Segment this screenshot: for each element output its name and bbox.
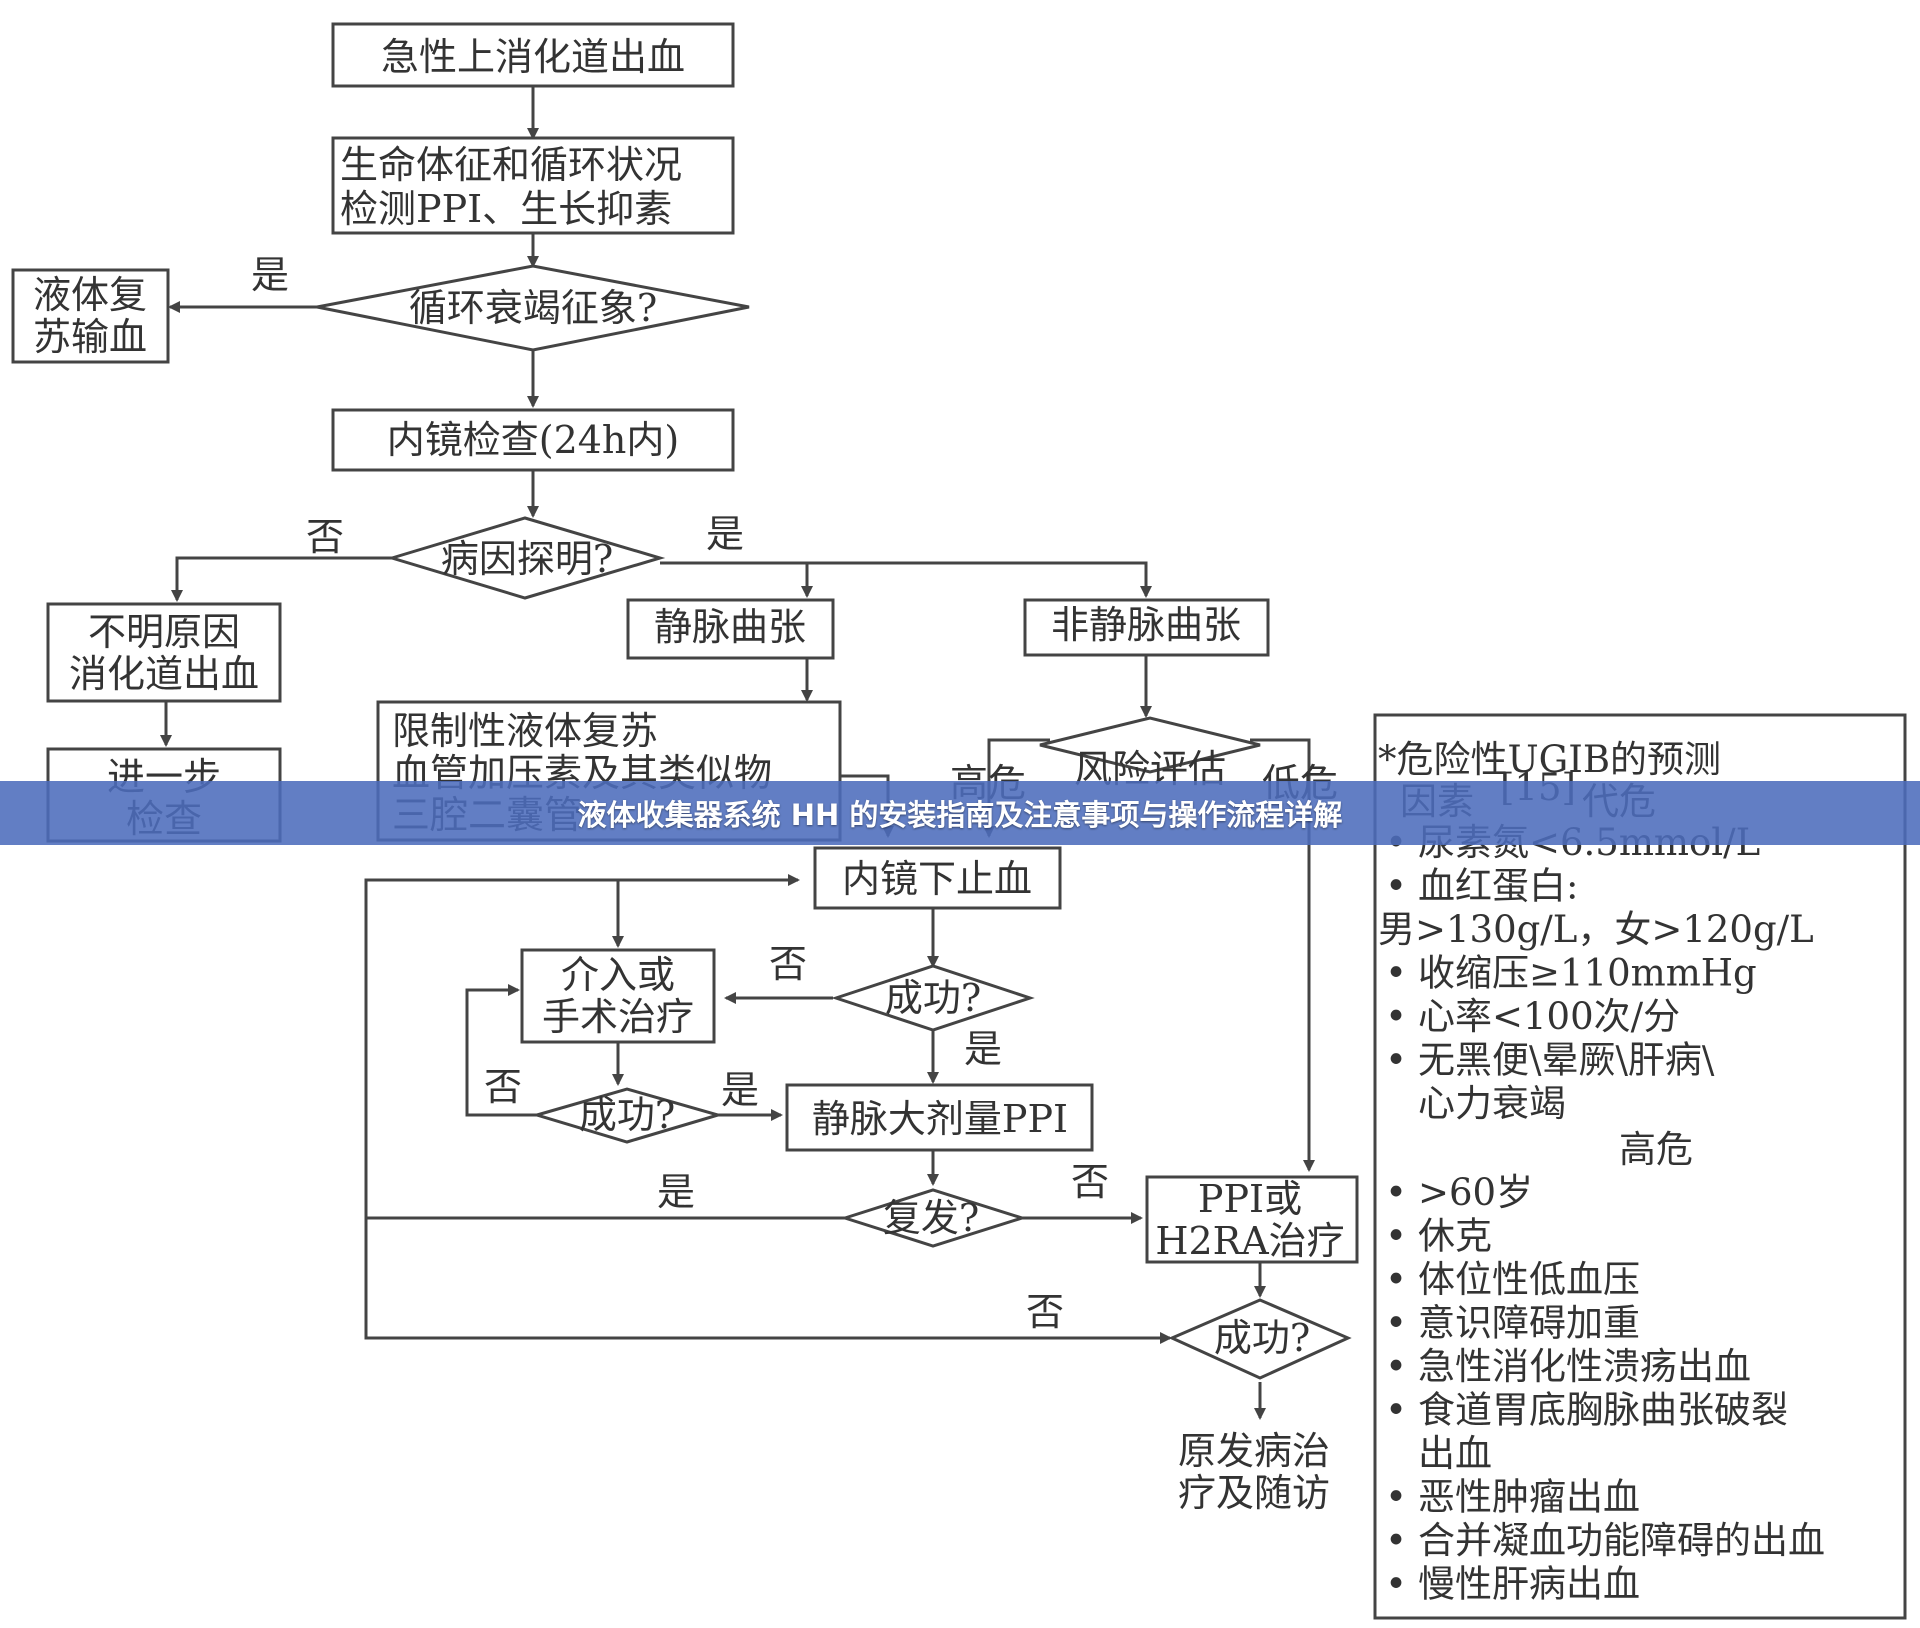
n-intervene-text: 介入或 <box>561 953 675 997</box>
risk-low-bullet-4: • <box>1385 995 1407 1038</box>
risk-high-bullet-5: • <box>1385 1389 1407 1432</box>
flowchart-edge-labels: 是否是否是否是是否否 <box>251 253 1109 1334</box>
risk-low-item-6: 心力衰竭 <box>1418 1082 1566 1125</box>
edge-cause-varix <box>660 561 813 598</box>
edge-label-yes-success1: 是 <box>964 1027 1002 1071</box>
n-restrict-text: 限制性液体复苏 <box>392 709 658 753</box>
d-success2-text: 成功? <box>579 1093 675 1137</box>
n-ppi-h2-text: H2RA治疗 <box>1155 1219 1344 1263</box>
node-unknown-box <box>46 602 282 703</box>
d-success1-text: 成功? <box>885 976 981 1020</box>
risk-high-bullet-0: • <box>1385 1171 1407 1214</box>
risk-low-item-3: 收缩压≥110mmHg <box>1418 952 1757 995</box>
n-intervene-text: 手术治疗 <box>542 995 694 1039</box>
risk-high-item-2: 体位性低血压 <box>1418 1258 1640 1301</box>
n-fluid-text: 液体复 <box>33 273 147 317</box>
risk-low-item-2: 男>130g/L，女>120g/L <box>1378 908 1814 951</box>
flowchart-edges <box>160 86 1315 1420</box>
edge-label-yes-shock: 是 <box>251 253 289 297</box>
node-fluid-box <box>11 268 170 364</box>
risk-high-bullet-1: • <box>1385 1215 1407 1258</box>
risk-low-item-5: 无黑便\晕厥\肝病\ <box>1418 1039 1715 1082</box>
decision-success3-shape <box>1168 1298 1352 1380</box>
edge-success2-retry <box>465 984 537 1117</box>
n-ppi-h2-text: PPI或 <box>1198 1177 1302 1221</box>
n-unknown-text: 不明原因 <box>88 610 240 654</box>
n-unknown-text: 消化道出血 <box>69 652 259 696</box>
n-start-text: 急性上消化道出血 <box>381 35 685 79</box>
decision-success1-shape <box>831 964 1035 1032</box>
node-ppi-h2-box <box>1145 1175 1359 1264</box>
n-vitals-text: 检测PPI、生长抑素 <box>340 187 672 231</box>
edge-label-no-relapse: 否 <box>1071 1160 1109 1204</box>
risk-high-bullet-3: • <box>1385 1302 1407 1345</box>
edge-label-no-success1: 否 <box>769 942 807 986</box>
node-varix-box <box>626 598 835 660</box>
node-start-box <box>331 22 735 88</box>
risk-high-item-7: 恶性肿瘤出血 <box>1418 1476 1640 1519</box>
n-endo-text: 内镜检查(24h内) <box>387 418 679 462</box>
risk-high-bullet-9: • <box>1385 1563 1407 1606</box>
n-endostop-text: 内镜下止血 <box>842 857 1032 901</box>
risk-low-item-4: 心率<100次/分 <box>1418 995 1680 1038</box>
decision-relapse-shape <box>840 1188 1027 1248</box>
banner-title: 液体收集器系统 HH 的安装指南及注意事项与操作流程详解 <box>577 798 1343 832</box>
risk-high-item-3: 意识障碍加重 <box>1418 1302 1640 1345</box>
risk-high-bullet-2: • <box>1385 1258 1407 1301</box>
edge-label-no-cause: 否 <box>306 515 344 559</box>
decision-cause-shape <box>386 516 666 600</box>
risk-high-bullet-4: • <box>1385 1345 1407 1388</box>
risk-high-item-4: 急性消化性溃疡出血 <box>1418 1345 1751 1388</box>
n-fluid-text: 苏输血 <box>33 315 147 359</box>
risk-high-bullet-8: • <box>1385 1519 1407 1562</box>
edge-label-yes-relapse: 是 <box>657 1170 695 1214</box>
risk-low-bullet-3: • <box>1385 952 1407 995</box>
risk-high-item-6: 出血 <box>1418 1432 1492 1475</box>
edge-relapse-loop <box>364 874 845 1220</box>
risk-low-item-1: 血红蛋白: <box>1418 865 1578 908</box>
d-success3-text: 成功? <box>1214 1316 1310 1360</box>
risk-high-bullet-7: • <box>1385 1476 1407 1519</box>
decision-risk-shape <box>1039 716 1261 774</box>
node-ppi-box <box>785 1083 1094 1152</box>
edge-label-yes-cause: 是 <box>706 512 744 556</box>
n-nonvarix-text: 非静脉曲张 <box>1051 603 1241 647</box>
node-endostop-box <box>813 846 1062 910</box>
edge-label-no-success2: 否 <box>484 1065 522 1109</box>
edge-loop-success3 <box>364 1218 1172 1344</box>
n-vitals-text: 生命体征和循环状况 <box>340 143 682 187</box>
risk-low-bullet-5: • <box>1385 1039 1407 1082</box>
node-intervene-box <box>520 948 716 1044</box>
risk-high-item-5: 食道胃底胸脉曲张破裂 <box>1418 1389 1788 1432</box>
edge-cause-unknown <box>171 556 392 602</box>
risk-panel-high-header: 高危 <box>1619 1128 1693 1171</box>
risk-high-item-0: >60岁 <box>1418 1171 1533 1214</box>
node-endo-box <box>331 408 735 472</box>
n-varix-text: 静脉曲张 <box>654 605 806 649</box>
risk-panel-title: *危险性UGIB的预测 <box>1378 738 1721 781</box>
decision-success2-shape <box>531 1087 724 1144</box>
n-followup-text: 原发病治 <box>1178 1429 1330 1473</box>
edge-label-yes-success2: 是 <box>721 1068 759 1112</box>
n-ppi-text: 静脉大剂量PPI <box>812 1097 1068 1141</box>
risk-high-item-8: 合并凝血功能障碍的出血 <box>1418 1519 1825 1562</box>
edge-cause-nonvarix <box>807 561 1152 598</box>
d-relapse-text: 复发? <box>883 1196 979 1240</box>
risk-low-bullet-1: • <box>1385 865 1407 908</box>
edge-label-no-success3: 否 <box>1026 1290 1064 1334</box>
title-banner: 液体收集器系统 HH 的安装指南及注意事项与操作流程详解 <box>0 781 1920 845</box>
node-nonvarix-box <box>1023 598 1270 657</box>
d-shock-text: 循环衰竭征象? <box>409 286 657 330</box>
d-cause-text: 病因探明? <box>441 537 613 581</box>
decision-shock-shape <box>316 264 750 352</box>
node-vitals-box <box>331 136 735 235</box>
risk-panel-frame <box>1373 713 1907 1620</box>
edge-risk-low <box>1250 738 1315 1172</box>
risk-high-item-1: 休克 <box>1418 1215 1492 1258</box>
risk-high-item-9: 慢性肝病出血 <box>1418 1563 1640 1606</box>
flowchart-nodes <box>11 22 1907 1620</box>
n-followup-text: 疗及随访 <box>1178 1471 1330 1515</box>
